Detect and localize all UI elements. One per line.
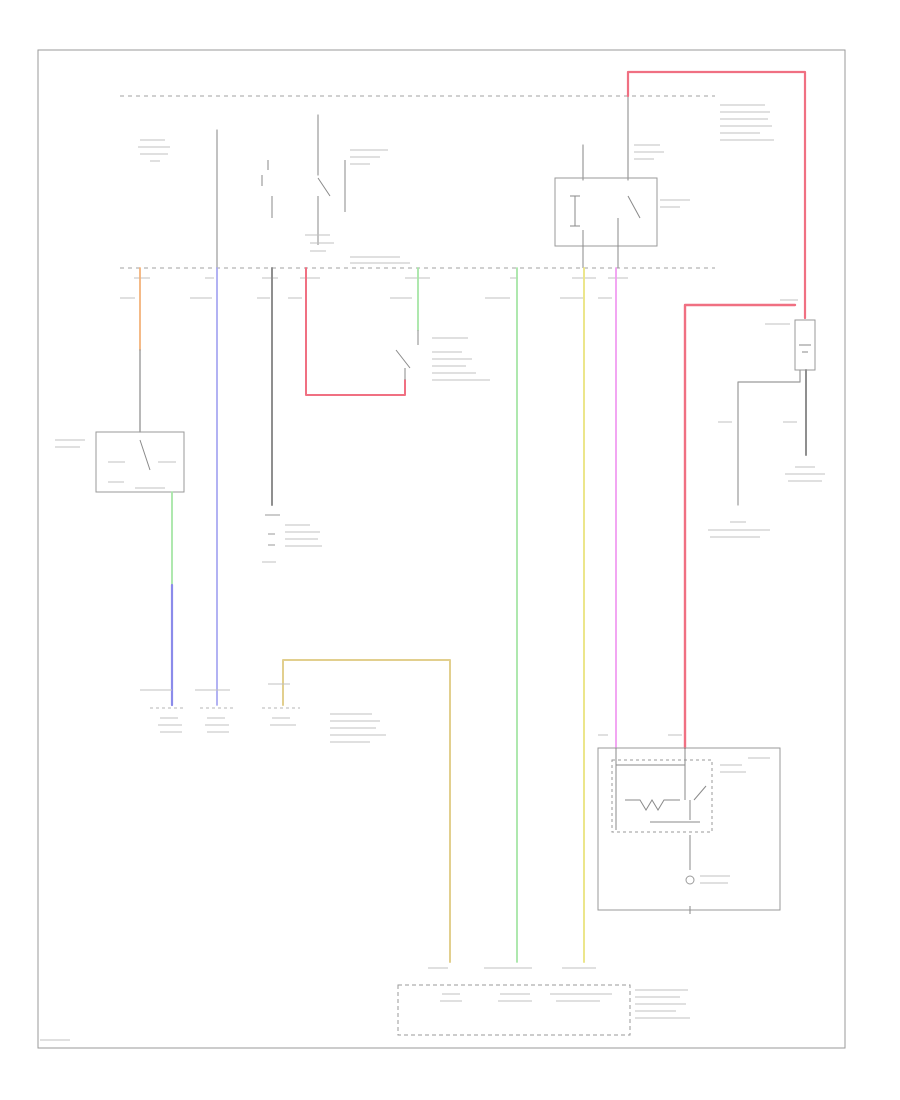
ecm-connector-row-top bbox=[140, 683, 386, 743]
fuse-label-left bbox=[138, 139, 170, 162]
connector-pin-labels bbox=[120, 277, 628, 299]
ecm-bottom-module bbox=[397, 967, 690, 1036]
underhood-box-label bbox=[720, 104, 774, 141]
transmission-range-switch bbox=[395, 330, 490, 381]
starter-assembly bbox=[597, 734, 781, 914]
wire-red-starter bbox=[683, 303, 797, 750]
clutch-interlock-switch bbox=[261, 149, 388, 245]
wire-tan-ecm bbox=[282, 659, 451, 963]
ground-symbol-left bbox=[262, 514, 322, 563]
neutral-safety-switch bbox=[55, 431, 185, 493]
battery bbox=[718, 299, 816, 506]
fuse-label-middle bbox=[305, 234, 410, 264]
ground-labels-right bbox=[708, 466, 825, 538]
starter-cut-relay bbox=[554, 95, 690, 268]
wire-red-battery-feed bbox=[626, 70, 807, 320]
wire-red-range-loop bbox=[305, 267, 406, 396]
diagram-border bbox=[37, 49, 846, 1049]
